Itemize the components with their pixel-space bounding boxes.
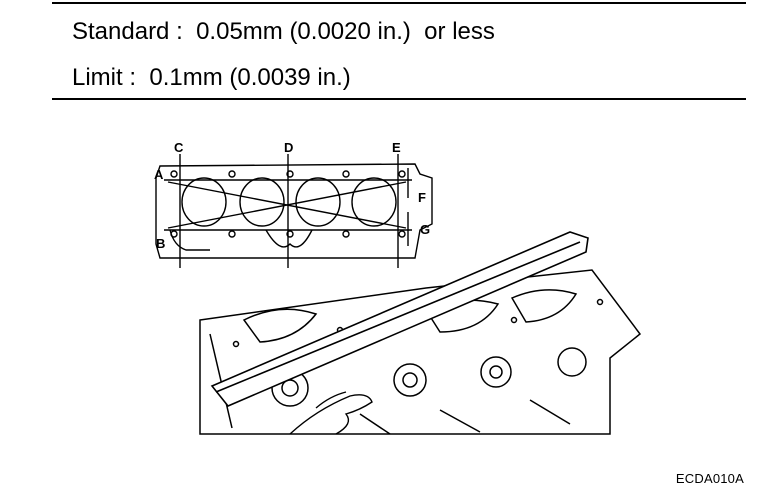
- top-rule: [52, 2, 746, 4]
- label-a: A: [154, 167, 164, 182]
- label-g: G: [420, 222, 430, 237]
- measurement-diagram: [155, 154, 433, 268]
- chamber-2: [239, 177, 285, 227]
- label-e: E: [392, 140, 401, 155]
- cylinder-head-flatness-figure: C D E A B F G: [154, 140, 642, 435]
- standard-spec: Standard : 0.05mm (0.0020 in.) or less: [72, 18, 495, 45]
- cylinder-head-drawing: [199, 269, 642, 435]
- diagonal-2: [167, 181, 407, 229]
- chamber-4: [351, 177, 397, 227]
- chamber-1: [181, 177, 227, 227]
- chamber-3: [295, 177, 341, 227]
- bottom-rule: [52, 98, 746, 100]
- limit-spec: Limit : 0.1mm (0.0039 in.): [72, 64, 351, 91]
- straight-edge: [210, 231, 589, 407]
- label-d: D: [284, 140, 293, 155]
- hand: [289, 391, 373, 435]
- label-b: B: [156, 236, 165, 251]
- label-c: C: [174, 140, 184, 155]
- label-f: F: [418, 190, 426, 205]
- figure-code: ECDA010A: [675, 471, 744, 486]
